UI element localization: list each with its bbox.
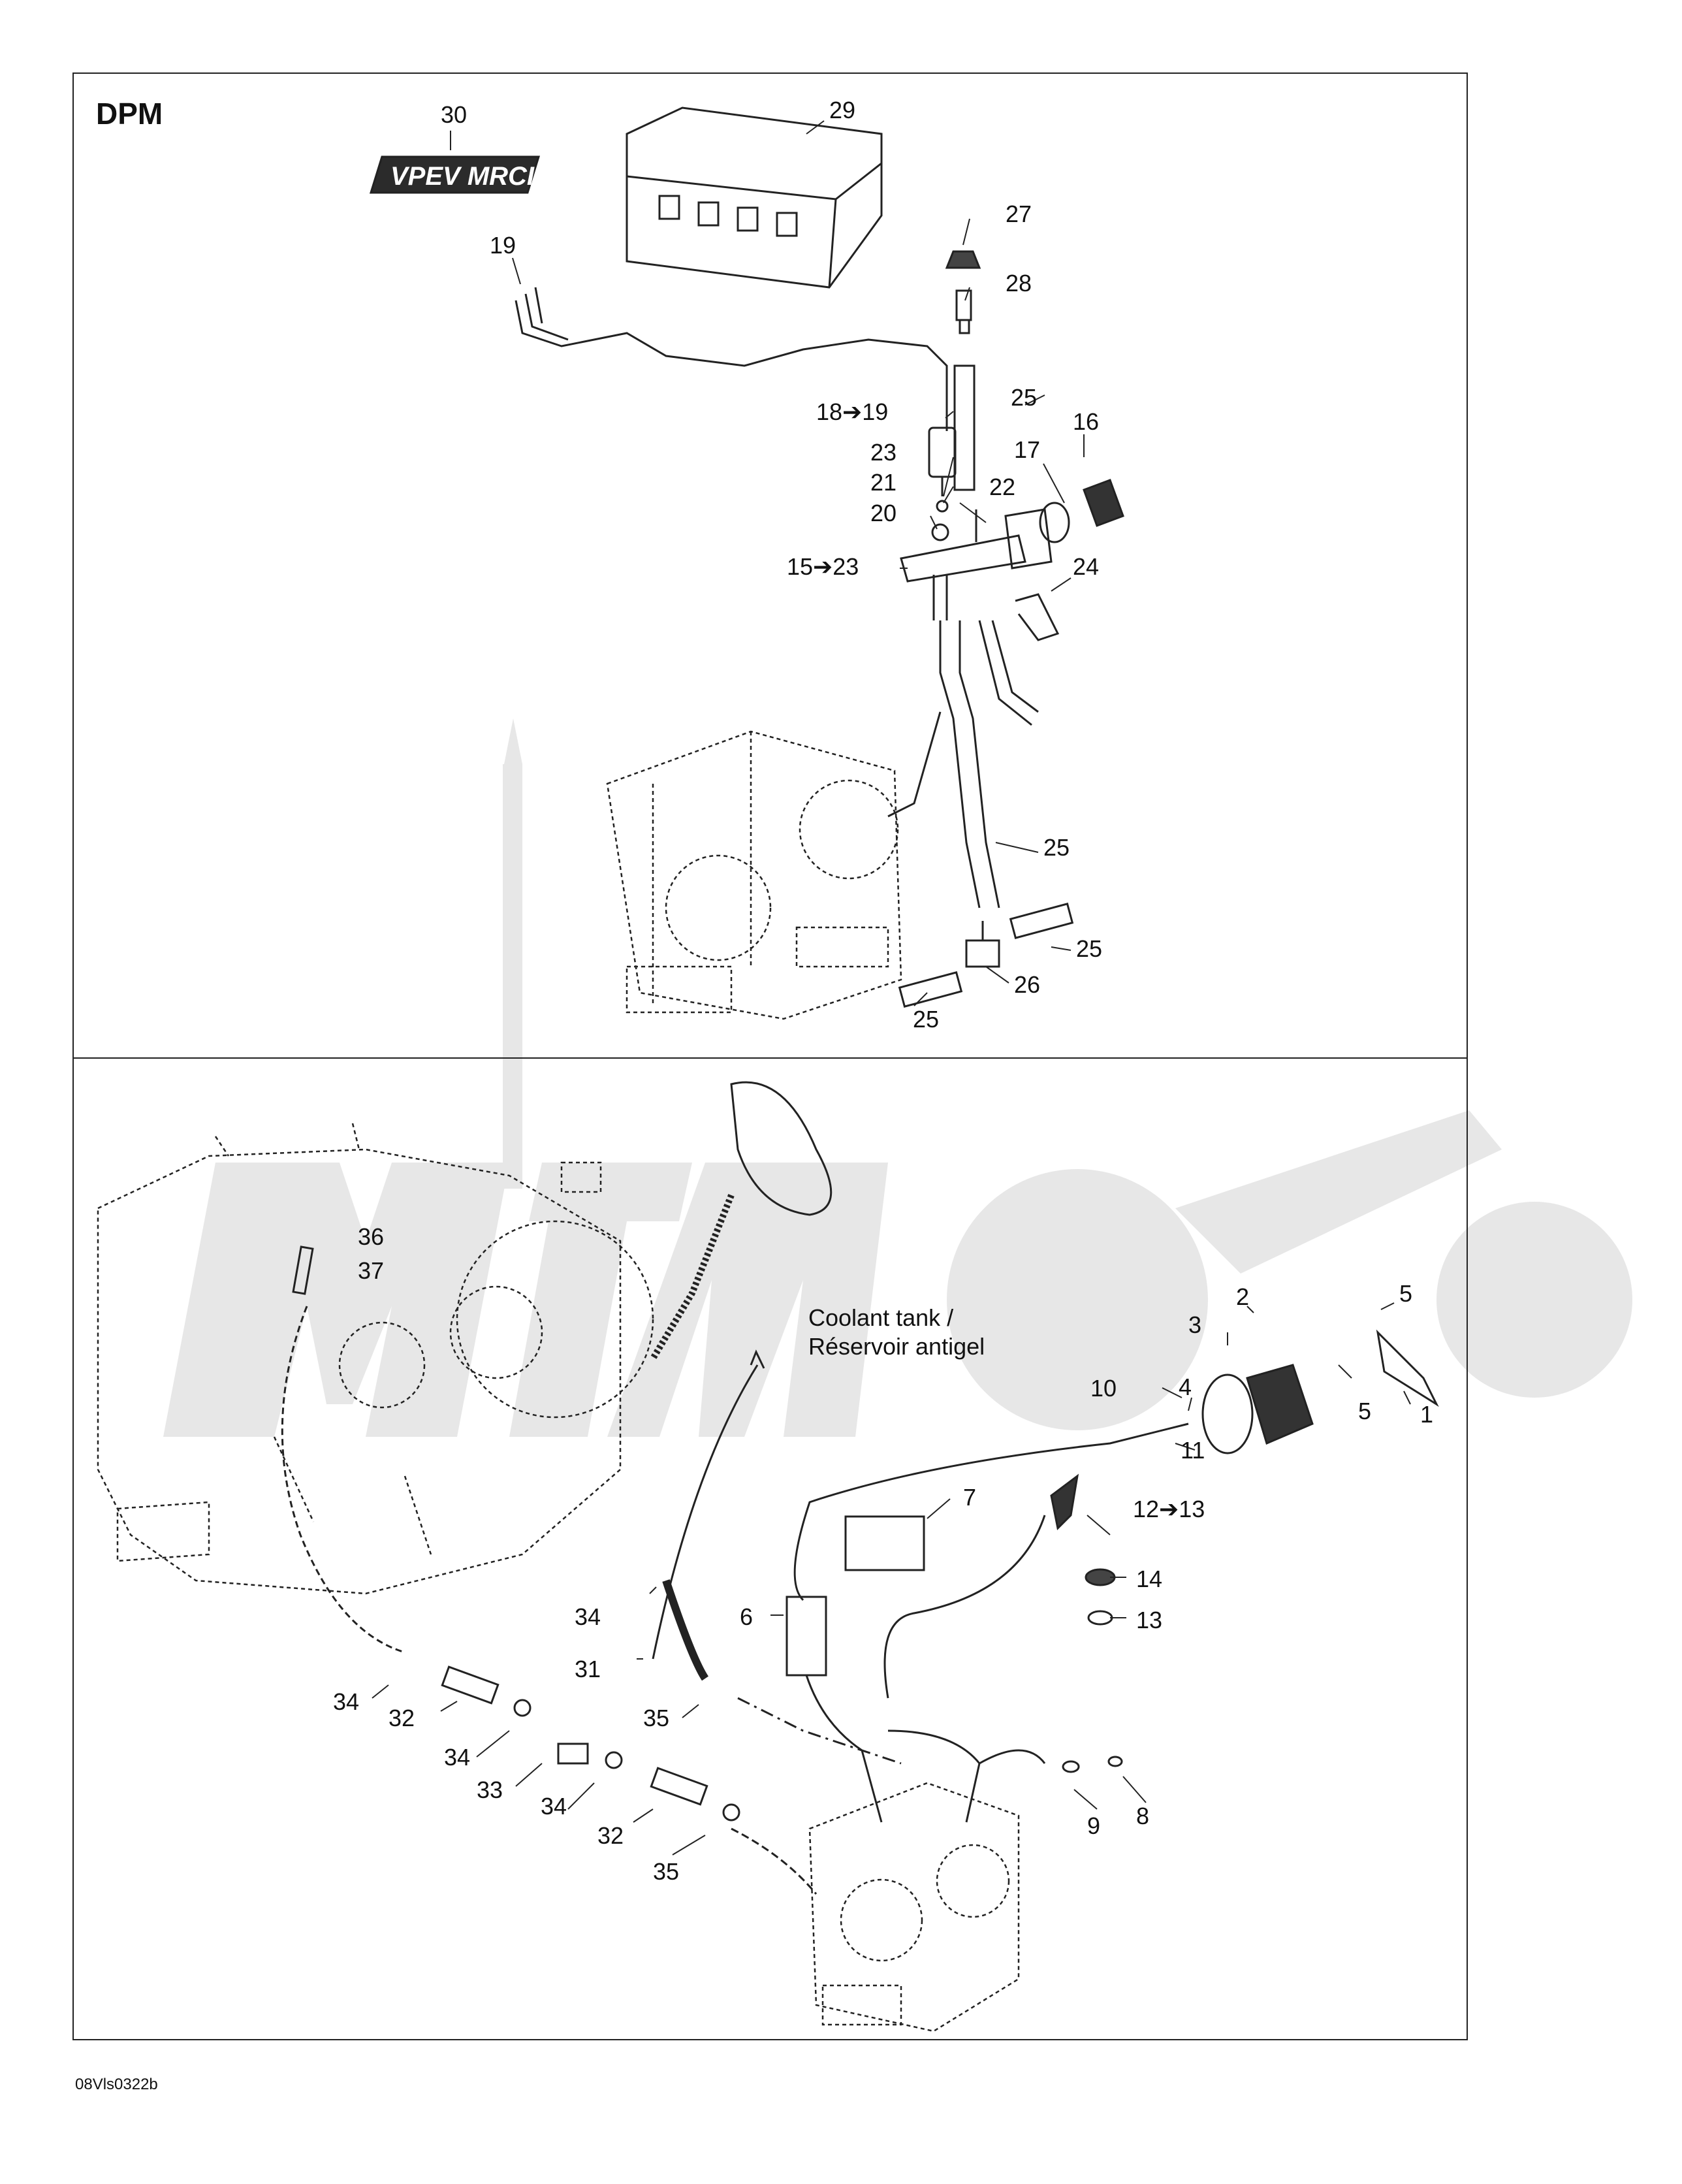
choke-lever bbox=[1201, 1329, 1439, 1454]
sensor-18 bbox=[928, 426, 957, 513]
hose-25-upper bbox=[953, 364, 976, 491]
callout-32-left: 32 bbox=[389, 1705, 415, 1731]
clamp-24 bbox=[1015, 593, 1060, 641]
hoses-to-carb bbox=[887, 620, 1039, 908]
cable-to-coil bbox=[650, 1081, 833, 1360]
callout-6: 6 bbox=[740, 1603, 754, 1630]
carburetor-lower bbox=[808, 1782, 1020, 2032]
callout-35-upper: 35 bbox=[643, 1705, 670, 1731]
callout-25-right: 25 bbox=[1076, 935, 1103, 962]
callout-12: 12➔13 bbox=[1133, 1496, 1205, 1522]
choke-cable bbox=[785, 1422, 1189, 1823]
callout-29: 29 bbox=[829, 97, 856, 123]
callout-22: 22 bbox=[989, 474, 1016, 500]
callout-26: 26 bbox=[1014, 971, 1041, 998]
callout-8: 8 bbox=[1136, 1803, 1150, 1829]
coolant-note-line1: Coolant tank / bbox=[808, 1304, 954, 1331]
callout-25-bottom: 25 bbox=[913, 1006, 940, 1033]
coolant-routing bbox=[281, 1306, 902, 1895]
callout-11: 11 bbox=[1181, 1437, 1205, 1464]
callout-20: 20 bbox=[870, 500, 897, 526]
callout-34-upper: 34 bbox=[575, 1603, 601, 1630]
callout-18: 18➔19 bbox=[816, 398, 889, 425]
svg-text:VPEV MRCIM: VPEV MRCIM bbox=[390, 162, 557, 191]
callout-24: 24 bbox=[1073, 553, 1100, 580]
callout-37: 37 bbox=[358, 1257, 385, 1284]
engine-block bbox=[97, 1123, 654, 1595]
callout-25-middle: 25 bbox=[1043, 834, 1070, 861]
tube-36 bbox=[292, 1245, 314, 1295]
callout-13: 13 bbox=[1136, 1607, 1163, 1633]
small-parts-8-9 bbox=[979, 1749, 1123, 1773]
callout-25-top: 25 bbox=[1011, 384, 1038, 411]
callout-30: 30 bbox=[441, 101, 468, 128]
callout-2: 2 bbox=[1236, 1283, 1250, 1310]
valve-assembly bbox=[900, 508, 1053, 620]
callout-35-lower: 35 bbox=[653, 1858, 680, 1885]
callout-36: 36 bbox=[358, 1223, 385, 1250]
callout-10: 10 bbox=[1090, 1375, 1117, 1402]
fitting-27-28 bbox=[945, 250, 981, 334]
fitting-16-17 bbox=[1039, 479, 1124, 543]
callout-34-middle: 34 bbox=[444, 1744, 471, 1771]
callout-27: 27 bbox=[1006, 201, 1032, 227]
lower-panel bbox=[72, 1057, 1468, 2040]
callout-33: 33 bbox=[477, 1776, 503, 1803]
callout-1: 1 bbox=[1420, 1401, 1434, 1428]
carburetor-upper bbox=[606, 730, 902, 1020]
callout-9: 9 bbox=[1087, 1812, 1101, 1839]
leader-lines bbox=[372, 120, 1411, 1855]
callout-5-top: 5 bbox=[1399, 1280, 1413, 1307]
callout-23: 23 bbox=[870, 439, 897, 466]
grommets bbox=[1050, 1473, 1116, 1626]
drawing-code: 08Vls0322b bbox=[75, 2076, 158, 2093]
diagram-title: DPM bbox=[96, 97, 163, 131]
wire-harness bbox=[515, 287, 948, 431]
callout-4: 4 bbox=[1179, 1373, 1192, 1400]
callout-15: 15➔23 bbox=[787, 553, 859, 580]
callout-7: 7 bbox=[963, 1484, 977, 1511]
callout-19: 19 bbox=[490, 232, 516, 259]
callout-14: 14 bbox=[1136, 1566, 1163, 1592]
callout-34-left: 34 bbox=[333, 1688, 360, 1715]
callout-31: 31 bbox=[575, 1656, 601, 1682]
callout-32-right: 32 bbox=[597, 1822, 624, 1849]
coolant-note-line2: Réservoir antigel bbox=[808, 1333, 985, 1360]
callout-28: 28 bbox=[1006, 270, 1032, 297]
callout-16: 16 bbox=[1073, 408, 1100, 435]
callout-34-lower: 34 bbox=[541, 1793, 567, 1820]
vpev-logo: VPEV MRCIM bbox=[369, 155, 557, 194]
t-fitting bbox=[898, 903, 1074, 1008]
callout-17: 17 bbox=[1014, 436, 1041, 463]
callout-5-bottom: 5 bbox=[1358, 1398, 1372, 1424]
label-box bbox=[844, 1515, 925, 1571]
coolant-tank-note: Coolant tank / Réservoir antigel bbox=[808, 1304, 985, 1361]
callout-3: 3 bbox=[1188, 1311, 1202, 1338]
callout-21: 21 bbox=[870, 469, 897, 496]
ecu-module bbox=[626, 106, 883, 289]
